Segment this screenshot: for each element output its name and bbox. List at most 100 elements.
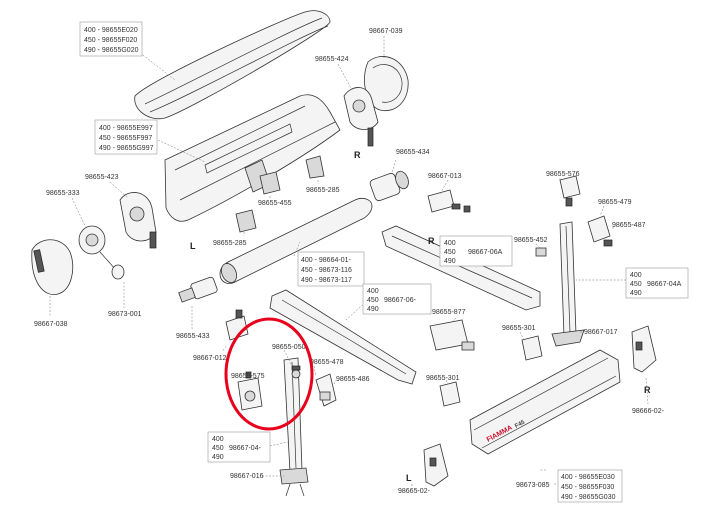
label-98655-486: 98655-486 bbox=[336, 376, 370, 383]
side-marker-l-left: L bbox=[190, 241, 196, 251]
side-marker-r-top: R bbox=[354, 150, 361, 160]
leg-right-code: 98667-04A bbox=[647, 281, 682, 288]
arm-end-fitting-lower[interactable] bbox=[439, 381, 461, 407]
arm-mid-size-2: 450 bbox=[367, 297, 379, 304]
label-98655-285-right: 98655-285 bbox=[306, 187, 340, 194]
arm-right-size-3: 490 bbox=[444, 258, 456, 265]
label-98673-001: 98673-001 bbox=[108, 311, 142, 318]
label-98655-877: 98655-877 bbox=[432, 309, 466, 316]
label-98655-452: 98655-452 bbox=[514, 237, 548, 244]
arm-pivot-fitting[interactable] bbox=[315, 373, 337, 407]
tube-size-line-1: 400 - 98664-01- bbox=[301, 257, 351, 264]
label-98655-487: 98655-487 bbox=[612, 222, 646, 229]
cover-size-line-3: 490 - 98655G020 bbox=[84, 47, 139, 54]
tube-size-line-2: 450 - 98673-116 bbox=[301, 267, 352, 274]
model-text: F45 bbox=[514, 419, 527, 429]
label-98655-423: 98655-423 bbox=[85, 174, 119, 181]
label-98655-301-upper: 98655-301 bbox=[502, 325, 536, 332]
rafter-clamp[interactable] bbox=[587, 215, 613, 247]
awning-cover[interactable] bbox=[134, 10, 331, 120]
end-cap-cover-right[interactable] bbox=[364, 56, 409, 112]
leg-top-clip[interactable] bbox=[291, 365, 301, 379]
side-marker-l-bottom: L bbox=[406, 473, 412, 483]
front-bar-end-cap-left[interactable] bbox=[423, 443, 449, 487]
label-98655-285-left: 98655-285 bbox=[213, 240, 247, 247]
label-98655-424: 98655-424 bbox=[315, 56, 349, 63]
tube-end-fitting[interactable] bbox=[178, 276, 218, 303]
leg-left-code: 98667-04- bbox=[229, 445, 262, 452]
small-screw-part[interactable] bbox=[535, 247, 547, 257]
label-98667-016: 98667-016 bbox=[230, 473, 264, 480]
profile-size-line-3: 490 - 98655G997 bbox=[99, 145, 154, 152]
support-leg-left[interactable] bbox=[279, 357, 309, 497]
label-98667-013: 98667-013 bbox=[428, 173, 462, 180]
label-98665-02: 98665-02- bbox=[398, 488, 431, 495]
label-98667-017: 98667-017 bbox=[584, 329, 618, 336]
cover-size-line-1: 400 - 98655E020 bbox=[84, 27, 138, 34]
arm-bracket-upper-right[interactable] bbox=[427, 189, 471, 213]
leg-top-fitting-right[interactable] bbox=[559, 175, 581, 207]
support-leg-right[interactable] bbox=[551, 221, 585, 347]
label-98655-301-lower: 98655-301 bbox=[426, 375, 460, 382]
cover-size-line-2: 450 - 98655F020 bbox=[84, 37, 137, 44]
side-marker-r-right: R bbox=[644, 385, 651, 395]
arm-mid-size-3: 490 bbox=[367, 306, 379, 313]
arm-right-size-table: 400 450 490 98667-06A bbox=[439, 235, 513, 267]
label-98667-012: 98667-012 bbox=[193, 355, 227, 362]
end-cap-bracket-right[interactable] bbox=[343, 87, 379, 147]
arm-joint-cover[interactable] bbox=[429, 319, 475, 351]
front-lead-bar[interactable]: FIAMMA F45 bbox=[469, 349, 621, 455]
label-98655-050: 98655-050 bbox=[272, 344, 306, 351]
folding-arm-left[interactable] bbox=[269, 289, 417, 385]
label-98655-479: 98655-479 bbox=[598, 199, 632, 206]
arm-mid-size-1: 400 bbox=[367, 288, 379, 295]
leg-bracket-part[interactable] bbox=[237, 371, 263, 411]
label-98655-434: 98655-434 bbox=[396, 149, 430, 156]
arm-mid-code: 98667-06- bbox=[384, 297, 417, 304]
label-98655-576: 98655-576 bbox=[546, 171, 580, 178]
highlight-circle bbox=[224, 317, 314, 431]
label-98655-575: 98655-575 bbox=[231, 373, 265, 380]
leg-left-size-1: 400 bbox=[212, 436, 224, 443]
front-bar-end-cap-right[interactable] bbox=[631, 325, 657, 373]
label-98666-02: 98666-02- bbox=[632, 408, 665, 415]
roller-tube[interactable] bbox=[218, 198, 373, 285]
crank-gear-fitting[interactable] bbox=[369, 169, 411, 202]
profile-size-table: 400 - 98655E997 450 - 98655F997 490 - 98… bbox=[94, 119, 158, 155]
leg-right-size-2: 450 bbox=[630, 281, 642, 288]
end-cap-bracket-left[interactable] bbox=[119, 192, 157, 249]
profile-clip-center[interactable] bbox=[259, 171, 281, 195]
label-98655-478: 98655-478 bbox=[310, 359, 344, 366]
label-98655-333: 98655-333 bbox=[46, 190, 80, 197]
arm-right-code: 98667-06A bbox=[468, 249, 503, 256]
tube-size-table: 400 - 98664-01- 450 - 98673-116 490 - 98… bbox=[297, 251, 365, 287]
profile-size-line-1: 400 - 98655E997 bbox=[99, 125, 153, 132]
arm-bracket-upper-left[interactable] bbox=[225, 309, 249, 341]
leg-left-size-2: 450 bbox=[212, 445, 224, 452]
profile-size-line-2: 450 - 98655F997 bbox=[99, 135, 152, 142]
arm-mid-size-table: 400 450 490 98667-06- bbox=[362, 283, 432, 315]
arm-end-fitting-upper[interactable] bbox=[521, 335, 543, 361]
label-98667-039: 98667-039 bbox=[369, 28, 403, 35]
tube-size-line-3: 490 - 98673-117 bbox=[301, 277, 352, 284]
side-marker-r-mid: R bbox=[428, 236, 435, 246]
end-cap-cover-left[interactable] bbox=[31, 239, 74, 295]
label-98655-433: 98655-433 bbox=[176, 333, 210, 340]
arm-right-size-2: 450 bbox=[444, 249, 456, 256]
front-bar-size-line-2: 450 - 98655F030 bbox=[561, 484, 614, 491]
leg-right-size-1: 400 bbox=[630, 272, 642, 279]
label-98655-455: 98655-455 bbox=[258, 200, 292, 207]
cover-size-table: 400 - 98655E020 450 - 98655F020 490 - 98… bbox=[79, 21, 143, 57]
leg-right-size-table: 400 450 490 98667-04A bbox=[625, 267, 689, 299]
profile-clip-right[interactable] bbox=[305, 155, 325, 179]
roller-spring-mechanism[interactable] bbox=[78, 225, 125, 280]
arm-right-size-1: 400 bbox=[444, 240, 456, 247]
label-98667-038: 98667-038 bbox=[34, 321, 68, 328]
leg-right-size-3: 490 bbox=[630, 290, 642, 297]
leg-left-size-3: 490 bbox=[212, 454, 224, 461]
profile-clip-left[interactable] bbox=[235, 209, 257, 233]
label-98673-085: 98673-085 bbox=[516, 482, 550, 489]
leg-left-size-table: 400 450 490 98667-04- bbox=[207, 431, 271, 463]
folding-arm-right[interactable] bbox=[381, 225, 541, 311]
